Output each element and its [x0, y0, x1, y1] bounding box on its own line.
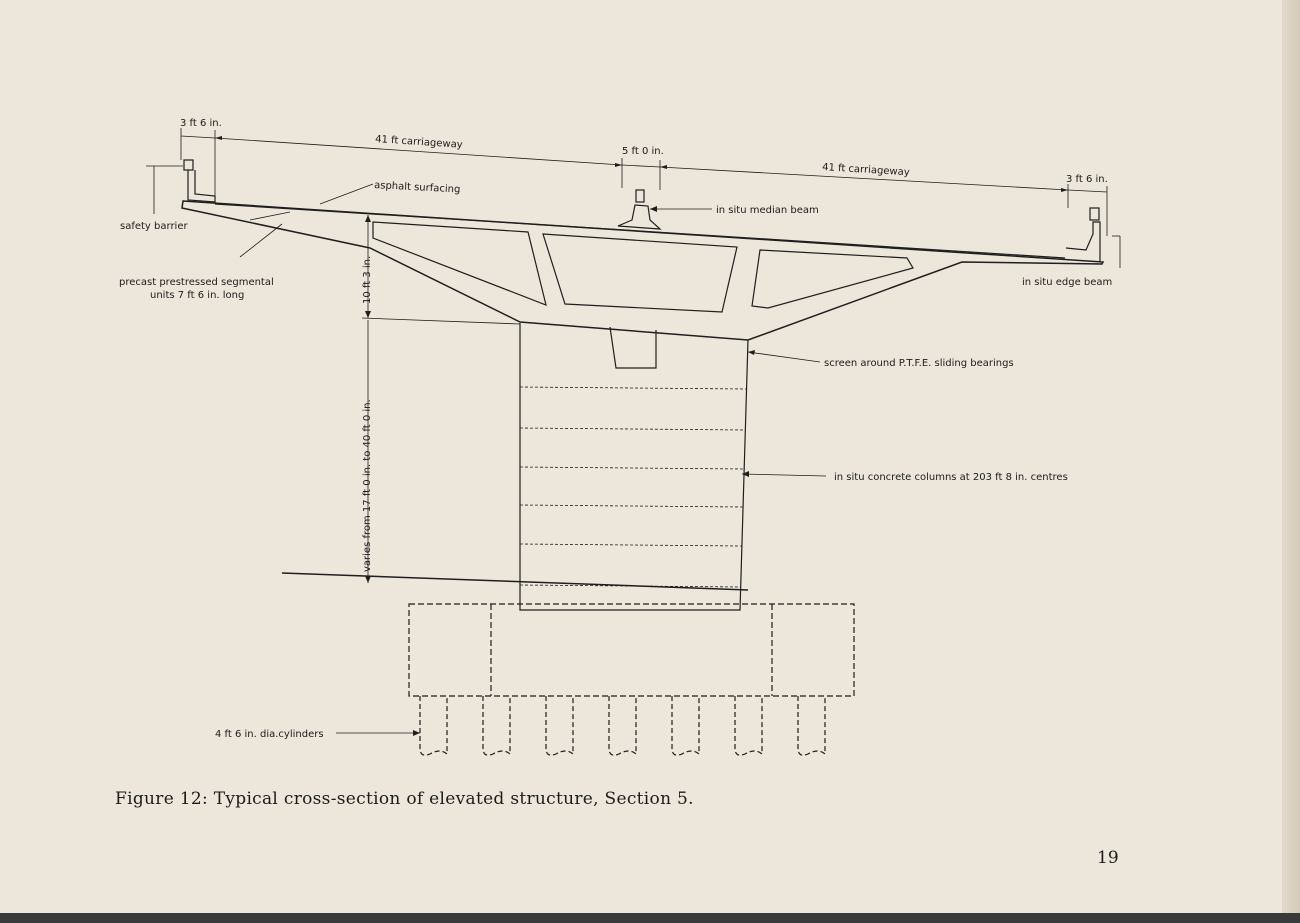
cylinders [419, 696, 826, 756]
deck-outline [181, 200, 1105, 341]
ground-line [281, 572, 749, 591]
label-asphalt-surfacing: asphalt surfacing [374, 180, 461, 196]
barrier-post-left [183, 159, 194, 171]
page-number: 19 [1097, 848, 1119, 868]
label-median-beam: in situ median beam [716, 205, 819, 216]
median-post [635, 189, 645, 203]
arrowheads [215, 136, 1068, 736]
void-right [751, 249, 914, 309]
median-beam [617, 204, 662, 230]
concrete-column [519, 323, 749, 611]
safety-barrier-right [1065, 221, 1101, 262]
safety-barrier-left [187, 170, 216, 203]
label-precast-units-line2: units 7 ft 6 in. long [150, 290, 244, 301]
label-precast-units-line1: precast prestressed segmental [119, 277, 274, 288]
scan-bottom-edge [0, 913, 1300, 923]
dim-column-height: varies from 17 ft 0 in. to 40 ft 0 in. [362, 399, 373, 572]
label-safety-barrier: safety barrier [120, 221, 188, 232]
label-bearing-screen: screen around P.T.F.E. sliding bearings [824, 358, 1014, 369]
dim-median-width: 5 ft 0 in. [622, 146, 664, 157]
void-left [372, 221, 547, 306]
bearing-screen [609, 326, 657, 369]
pile-cap [408, 603, 855, 697]
dim-barrier-width-right: 3 ft 6 in. [1066, 174, 1108, 185]
label-edge-beam: in situ edge beam [1022, 277, 1112, 288]
dim-barrier-width-left: 3 ft 6 in. [180, 118, 222, 129]
figure-caption: Figure 12: Typical cross-section of elev… [115, 789, 694, 809]
barrier-post-right [1089, 207, 1100, 221]
asphalt-line [214, 203, 1066, 259]
label-cylinders: 4 ft 6 in. dia.cylinders [215, 729, 324, 740]
column-lift-joints [519, 386, 747, 588]
dimension-lines [146, 128, 1121, 734]
page-edge [1282, 0, 1300, 923]
label-concrete-columns: in situ concrete columns at 203 ft 8 in.… [834, 472, 1068, 483]
dim-carriageway-left: 41 ft carriageway [375, 134, 463, 151]
dim-deck-depth: 10 ft 3 in. [362, 256, 373, 304]
void-centre [542, 233, 738, 313]
dim-carriageway-right: 41 ft carriageway [822, 162, 910, 178]
